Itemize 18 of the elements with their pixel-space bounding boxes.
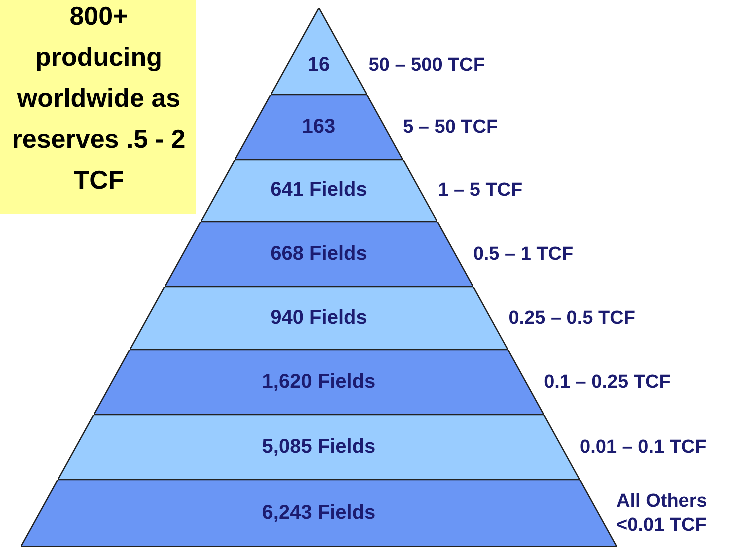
range-label: 50 – 500 TCF [368, 54, 485, 78]
note-box [0, 0, 196, 214]
note-text: 800+ producing worldwide as reserves .5 - 2 TCF [11, 0, 187, 197]
range-label: 0.25 – 0.5 TCF [508, 306, 636, 330]
range-label: 0.5 – 1 TCF [473, 242, 574, 266]
field-count: 940 Fields [270, 306, 368, 330]
field-count: 16 [306, 54, 332, 76]
range-label: 0.1 – 0.25 TCF [544, 370, 671, 394]
field-count: 6,243 Fields [261, 502, 377, 524]
range-label: 1 – 5 TCF [438, 179, 523, 203]
field-count: 5,085 Fields [261, 436, 377, 458]
range-label: 5 – 50 TCF [403, 116, 498, 140]
field-count: 1,620 Fields [261, 370, 377, 394]
range-label: 0.01 – 0.1 TCF [580, 436, 707, 460]
field-count: 163 [301, 116, 337, 138]
field-count: 668 Fields [270, 242, 368, 266]
field-count: 641 Fields [270, 179, 368, 202]
range-label: All Others <0.01 TCF [616, 490, 708, 538]
